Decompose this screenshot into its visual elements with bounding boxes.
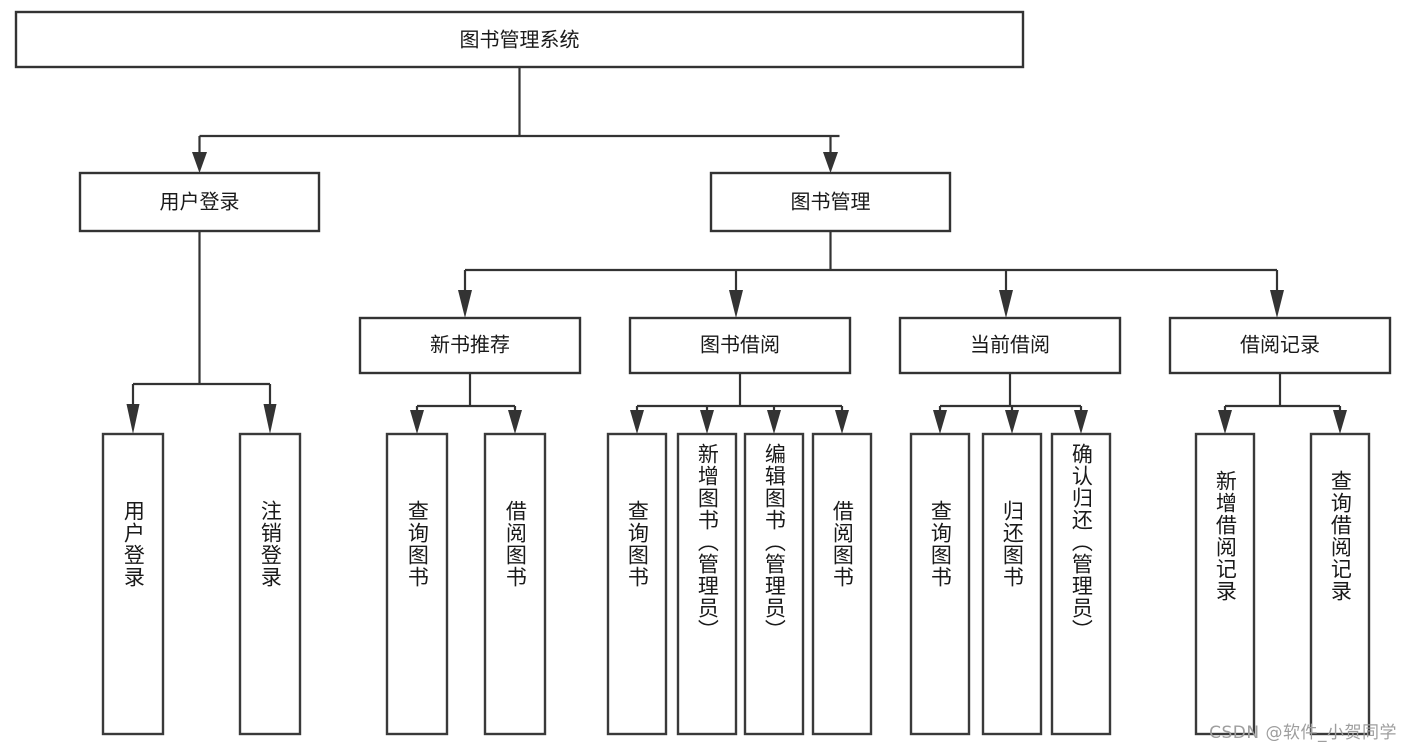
arrowhead-leaf-user-login (126, 404, 140, 434)
node-book-management[interactable]: 图书管理 (709, 171, 952, 233)
node-borrow-record-box[interactable] (1168, 316, 1392, 375)
leaf-box-current-return[interactable] (981, 432, 1043, 736)
node-current-borrow-label: 当前借阅 (970, 333, 1050, 357)
arrowhead-record (1270, 290, 1284, 318)
node-root-box[interactable] (14, 10, 1025, 69)
connector-layer (126, 67, 1347, 434)
node-user-login-label: 用户登录 (160, 190, 240, 214)
node-user-login[interactable]: 用户登录 (78, 171, 321, 233)
arrowhead-borrow-add (700, 410, 714, 434)
arrowhead-record-query (1333, 410, 1347, 434)
node-book-borrow-box[interactable] (628, 316, 852, 375)
arrowhead-borrow (729, 290, 743, 318)
leaf-box-borrow-add[interactable] (676, 432, 738, 736)
node-new-book-recommend-box[interactable] (358, 316, 582, 375)
leaf-box-newbook-query[interactable] (385, 432, 449, 736)
arrowhead-user-login (192, 152, 207, 173)
arrowhead-newbook (458, 290, 472, 318)
node-current-borrow-box[interactable] (898, 316, 1122, 375)
leaf-box-user-login[interactable] (101, 432, 165, 736)
leaf-box-borrow-edit[interactable] (743, 432, 805, 736)
leaf-box-current-query[interactable] (909, 432, 971, 736)
arrowhead-newbook-borrow (508, 410, 522, 434)
node-book-borrow-label: 图书借阅 (700, 333, 780, 357)
node-layer: 图书管理系统 用户登录 图书管理 新书推荐 图书借阅 当前 (14, 10, 1392, 736)
arrowhead-leaf-logout (263, 404, 277, 434)
node-new-book-recommend-label: 新书推荐 (430, 333, 510, 357)
arrowhead-current-query (933, 410, 947, 434)
leaf-box-logout[interactable] (238, 432, 302, 736)
arrowhead-current-return (1005, 410, 1019, 434)
leaf-box-current-confirm[interactable] (1050, 432, 1112, 736)
node-new-book-recommend[interactable]: 新书推荐 (358, 316, 582, 375)
arrowhead-current-confirm (1074, 410, 1088, 434)
node-borrow-record[interactable]: 借阅记录 (1168, 316, 1392, 375)
arrowhead-borrow-lend (835, 410, 849, 434)
arrowhead-book-mgmt (823, 152, 838, 173)
node-current-borrow[interactable]: 当前借阅 (898, 316, 1122, 375)
node-book-management-box[interactable] (709, 171, 952, 233)
leaf-box-borrow-lend[interactable] (811, 432, 873, 736)
node-book-borrow[interactable]: 图书借阅 (628, 316, 852, 375)
leaf-box-record-add[interactable] (1194, 432, 1256, 736)
leaf-box-borrow-query[interactable] (606, 432, 668, 736)
node-root-label: 图书管理系统 (460, 28, 580, 52)
node-root[interactable]: 图书管理系统 (14, 10, 1025, 69)
arrowhead-borrow-edit (767, 410, 781, 434)
node-user-login-box[interactable] (78, 171, 321, 233)
arrowhead-record-add (1218, 410, 1232, 434)
arrowhead-borrow-query (630, 410, 644, 434)
node-borrow-record-label: 借阅记录 (1240, 333, 1320, 357)
node-book-management-label: 图书管理 (791, 190, 871, 214)
leaf-box-newbook-borrow[interactable] (483, 432, 547, 736)
arrowhead-newbook-query (410, 410, 424, 434)
arrowhead-current (999, 290, 1013, 318)
leaf-box-record-query[interactable] (1309, 432, 1371, 736)
